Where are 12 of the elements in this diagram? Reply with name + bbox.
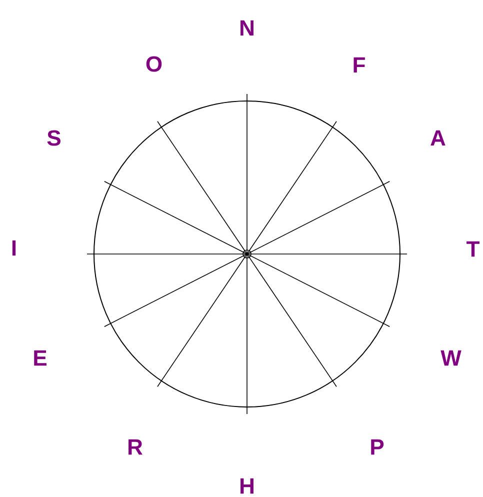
letter-label: N [240,20,254,36]
letter-label: I [12,240,16,256]
letter-label: F [354,57,365,73]
letter-label: A [430,130,446,146]
letter-label: P [371,439,384,455]
letter-label: E [34,350,46,366]
letter-label: T [466,241,480,257]
letter-label: R [128,439,142,455]
letter-label: O [146,56,162,72]
letter-label: H [240,478,254,494]
letter-label: W [440,350,462,366]
letter-label: S [47,130,60,146]
